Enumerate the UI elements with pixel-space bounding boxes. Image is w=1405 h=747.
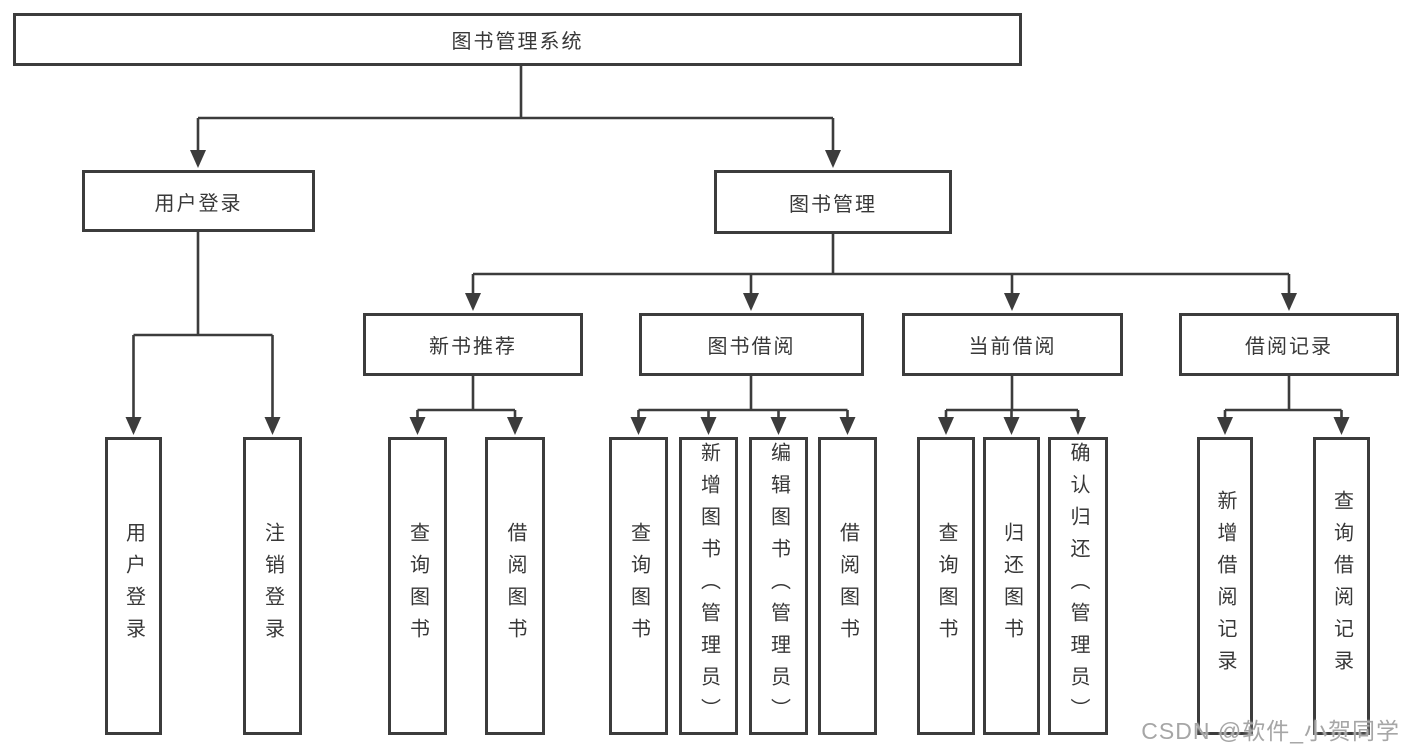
- arrowhead: [507, 417, 523, 435]
- arrowhead: [1070, 417, 1086, 435]
- leaf-borrow-books-newbooks: 借阅图书: [485, 437, 545, 735]
- node-label: 查询借阅记录: [1330, 490, 1353, 682]
- connector-borrow-records-to-children: [1217, 376, 1350, 435]
- leaf-query-books-current: 查询图书: [917, 437, 975, 735]
- leaf-logout: 注销登录: [243, 437, 302, 735]
- connector-current-borrow-to-children: [938, 376, 1086, 435]
- arrowhead: [700, 417, 717, 435]
- connector-new-books-to-children: [409, 376, 523, 435]
- arrowhead: [630, 417, 647, 435]
- node-label: 图书借阅: [707, 336, 796, 358]
- leaf-add-books-admin: 新增图书（管理员）: [679, 437, 738, 735]
- arrowhead: [770, 417, 787, 435]
- arrowhead: [825, 150, 841, 168]
- arrowhead: [264, 417, 281, 435]
- arrowhead: [465, 293, 481, 311]
- node-label: 新增图书（管理员）: [697, 442, 720, 730]
- arrowhead: [190, 150, 206, 168]
- csdn-watermark: CSDN @软件_小贺同学: [1141, 718, 1400, 744]
- node-root-system: 图书管理系统: [13, 13, 1022, 66]
- arrowhead: [125, 417, 142, 435]
- leaf-edit-books-admin: 编辑图书（管理员）: [749, 437, 808, 735]
- leaf-query-books-borrow: 查询图书: [609, 437, 668, 735]
- arrowhead: [839, 417, 856, 435]
- node-new-books: 新书推荐: [363, 313, 583, 376]
- node-label: 查询图书: [406, 522, 429, 650]
- node-label: 查询图书: [627, 522, 650, 650]
- node-book-management: 图书管理: [714, 170, 952, 234]
- leaf-query-books-newbooks: 查询图书: [388, 437, 447, 735]
- connector-book-borrow-to-children: [630, 376, 856, 435]
- node-label: 借阅记录: [1245, 336, 1333, 358]
- arrowhead: [1333, 417, 1350, 435]
- node-label: 查询图书: [935, 522, 957, 650]
- arrowhead: [1281, 293, 1297, 311]
- node-label: 注销登录: [261, 522, 284, 650]
- arrowhead: [409, 417, 426, 435]
- node-label: 新书推荐: [429, 336, 517, 358]
- node-label: 用户登录: [122, 522, 145, 650]
- arrowhead: [1004, 293, 1020, 311]
- node-label: 编辑图书（管理员）: [767, 442, 790, 730]
- node-label: 新增借阅记录: [1214, 490, 1236, 682]
- leaf-confirm-return-admin: 确认归还（管理员）: [1048, 437, 1108, 735]
- arrowhead: [1003, 417, 1020, 435]
- arrowhead: [1217, 417, 1233, 435]
- leaf-user-login: 用户登录: [105, 437, 162, 735]
- node-label: 借阅图书: [836, 522, 859, 650]
- node-user-login: 用户登录: [82, 170, 315, 232]
- node-label: 当前借阅: [968, 336, 1057, 358]
- node-book-borrow: 图书借阅: [639, 313, 864, 376]
- connector-book-management-to-level2: [465, 234, 1297, 311]
- node-label: 借阅图书: [504, 522, 526, 650]
- node-label: 用户登录: [154, 192, 243, 215]
- leaf-borrow-books: 借阅图书: [818, 437, 877, 735]
- node-borrow-records: 借阅记录: [1179, 313, 1399, 376]
- node-label: 图书管理系统: [451, 31, 584, 53]
- node-current-borrow: 当前借阅: [902, 313, 1123, 376]
- node-label: 归还图书: [1000, 522, 1023, 650]
- leaf-add-borrow-record: 新增借阅记录: [1197, 437, 1253, 735]
- arrowhead: [743, 293, 759, 311]
- connector-root-to-level1: [190, 66, 841, 168]
- node-label: 图书管理: [789, 193, 877, 216]
- node-label: 确认归还（管理员）: [1067, 442, 1089, 730]
- connector-user-login-to-children: [125, 232, 281, 435]
- arrowhead: [938, 417, 954, 435]
- leaf-return-books: 归还图书: [983, 437, 1040, 735]
- leaf-query-borrow-record: 查询借阅记录: [1313, 437, 1370, 735]
